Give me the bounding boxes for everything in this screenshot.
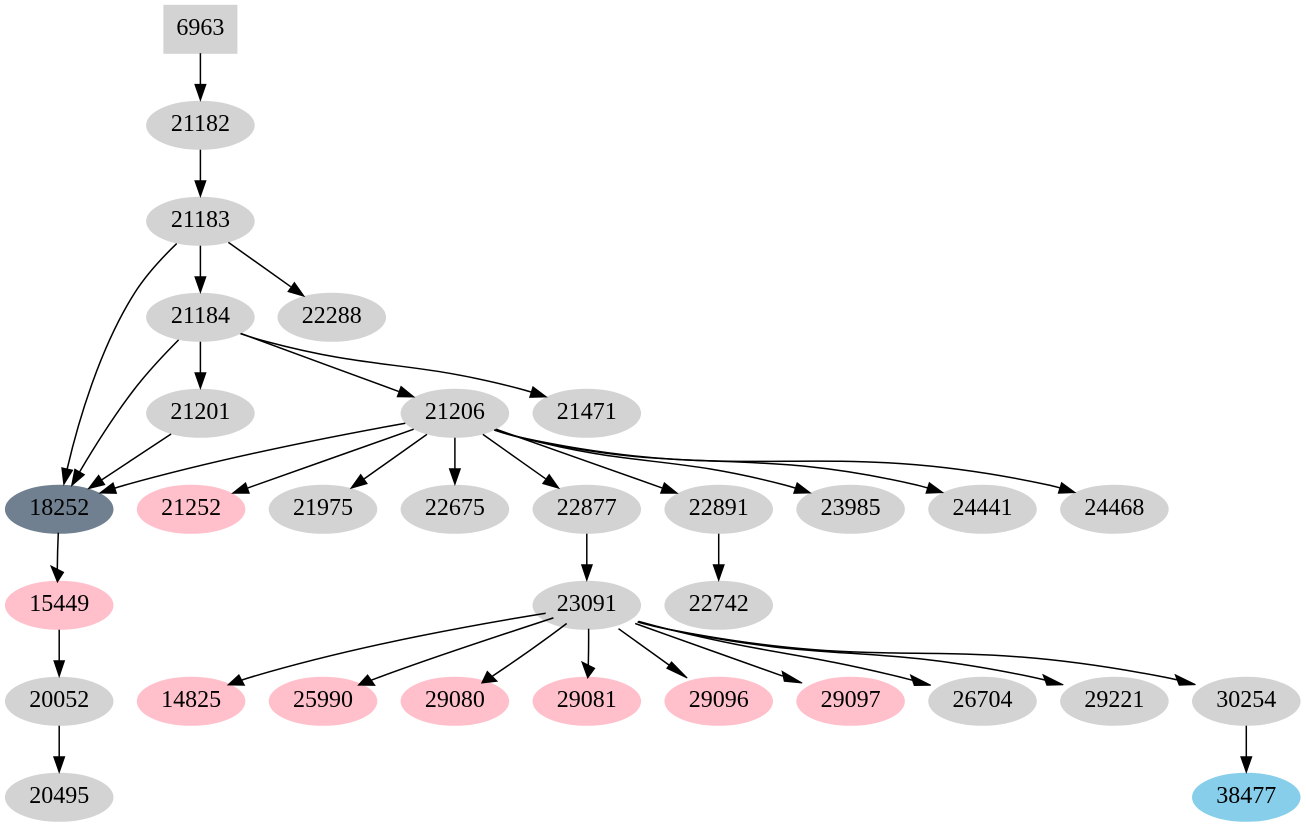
svg-text:18252: 18252 <box>29 495 89 521</box>
svg-text:29080: 29080 <box>425 687 485 713</box>
svg-text:21182: 21182 <box>171 111 230 137</box>
svg-text:24441: 24441 <box>953 495 1013 521</box>
svg-text:30254: 30254 <box>1216 687 1276 713</box>
svg-text:21975: 21975 <box>293 495 353 521</box>
svg-text:29081: 29081 <box>557 687 617 713</box>
svg-text:24468: 24468 <box>1084 495 1144 521</box>
svg-text:20052: 20052 <box>29 687 89 713</box>
svg-text:22877: 22877 <box>557 495 617 521</box>
svg-text:21252: 21252 <box>161 495 221 521</box>
svg-text:21471: 21471 <box>557 399 617 425</box>
svg-text:29097: 29097 <box>821 687 881 713</box>
svg-text:29096: 29096 <box>689 687 749 713</box>
svg-text:6963: 6963 <box>176 15 224 41</box>
svg-text:22675: 22675 <box>425 495 485 521</box>
svg-text:25990: 25990 <box>293 687 353 713</box>
svg-text:15449: 15449 <box>29 591 89 617</box>
svg-text:22891: 22891 <box>689 495 749 521</box>
svg-text:21201: 21201 <box>170 399 230 425</box>
svg-text:26704: 26704 <box>953 687 1013 713</box>
svg-text:21183: 21183 <box>171 207 230 233</box>
svg-text:22742: 22742 <box>689 591 749 617</box>
svg-text:22288: 22288 <box>302 303 362 329</box>
svg-text:20495: 20495 <box>29 783 89 809</box>
svg-text:21206: 21206 <box>425 399 485 425</box>
svg-text:29221: 29221 <box>1084 687 1144 713</box>
svg-text:38477: 38477 <box>1216 783 1276 809</box>
svg-text:21184: 21184 <box>171 303 230 329</box>
svg-text:14825: 14825 <box>161 687 221 713</box>
svg-text:23985: 23985 <box>821 495 881 521</box>
svg-text:23091: 23091 <box>557 591 617 617</box>
